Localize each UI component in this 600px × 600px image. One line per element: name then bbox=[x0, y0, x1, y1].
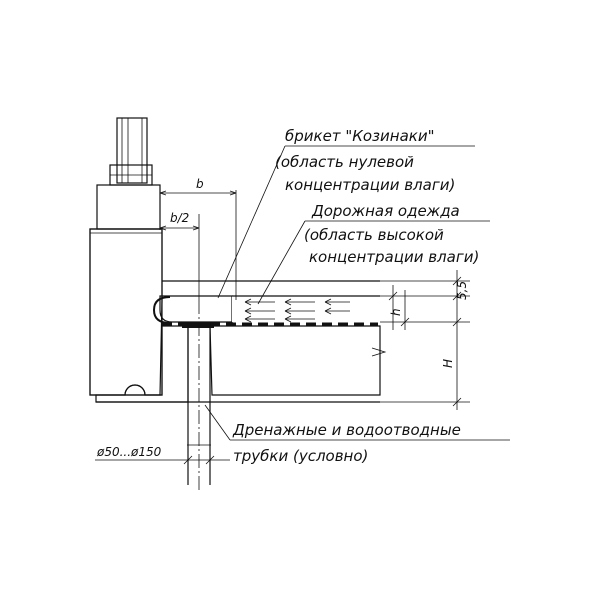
leader-pavement: Дорожная одежда (область высокой концент… bbox=[257, 202, 490, 305]
pavement-label-3: концентрации влаги) bbox=[309, 248, 479, 266]
drain-label-1: Дренажные и водоотводные bbox=[232, 421, 461, 439]
briquette-label-2: (область нулевой bbox=[275, 153, 414, 171]
pavement-label-2: (область высокой bbox=[304, 226, 444, 244]
moisture-flow-arrows bbox=[244, 298, 350, 323]
dimension-right: 5,5 h H bbox=[380, 270, 470, 410]
dimension-pipe: ø50...ø150 bbox=[95, 445, 230, 465]
briquette-label-3: концентрации влаги) bbox=[285, 176, 455, 194]
pavement-label-1: Дорожная одежда bbox=[311, 202, 460, 220]
dimension-b-half: b/2 bbox=[159, 211, 200, 300]
retaining-wall bbox=[89, 228, 163, 396]
dim-pipe-label: ø50...ø150 bbox=[96, 445, 162, 459]
leader-drainage: Дренажные и водоотводные трубки (условно… bbox=[204, 404, 510, 465]
dim-h-label: h bbox=[389, 308, 403, 316]
post bbox=[96, 117, 161, 230]
drain-label-2: трубки (условно) bbox=[233, 447, 368, 465]
subgrade bbox=[95, 325, 381, 403]
leader-briquette: брикет "Козинаки" (область нулевой конце… bbox=[217, 127, 475, 299]
dim-b-label: b bbox=[196, 177, 204, 191]
pavement-layer bbox=[152, 280, 387, 357]
drainage-pipe bbox=[182, 300, 214, 490]
dimension-b: b bbox=[159, 177, 237, 300]
dim-layer-label: 5,5 bbox=[455, 281, 469, 300]
dim-H-label: H bbox=[441, 359, 455, 368]
dim-b-half-label: b/2 bbox=[170, 211, 189, 225]
briquette-label-1: брикет "Козинаки" bbox=[285, 127, 434, 145]
